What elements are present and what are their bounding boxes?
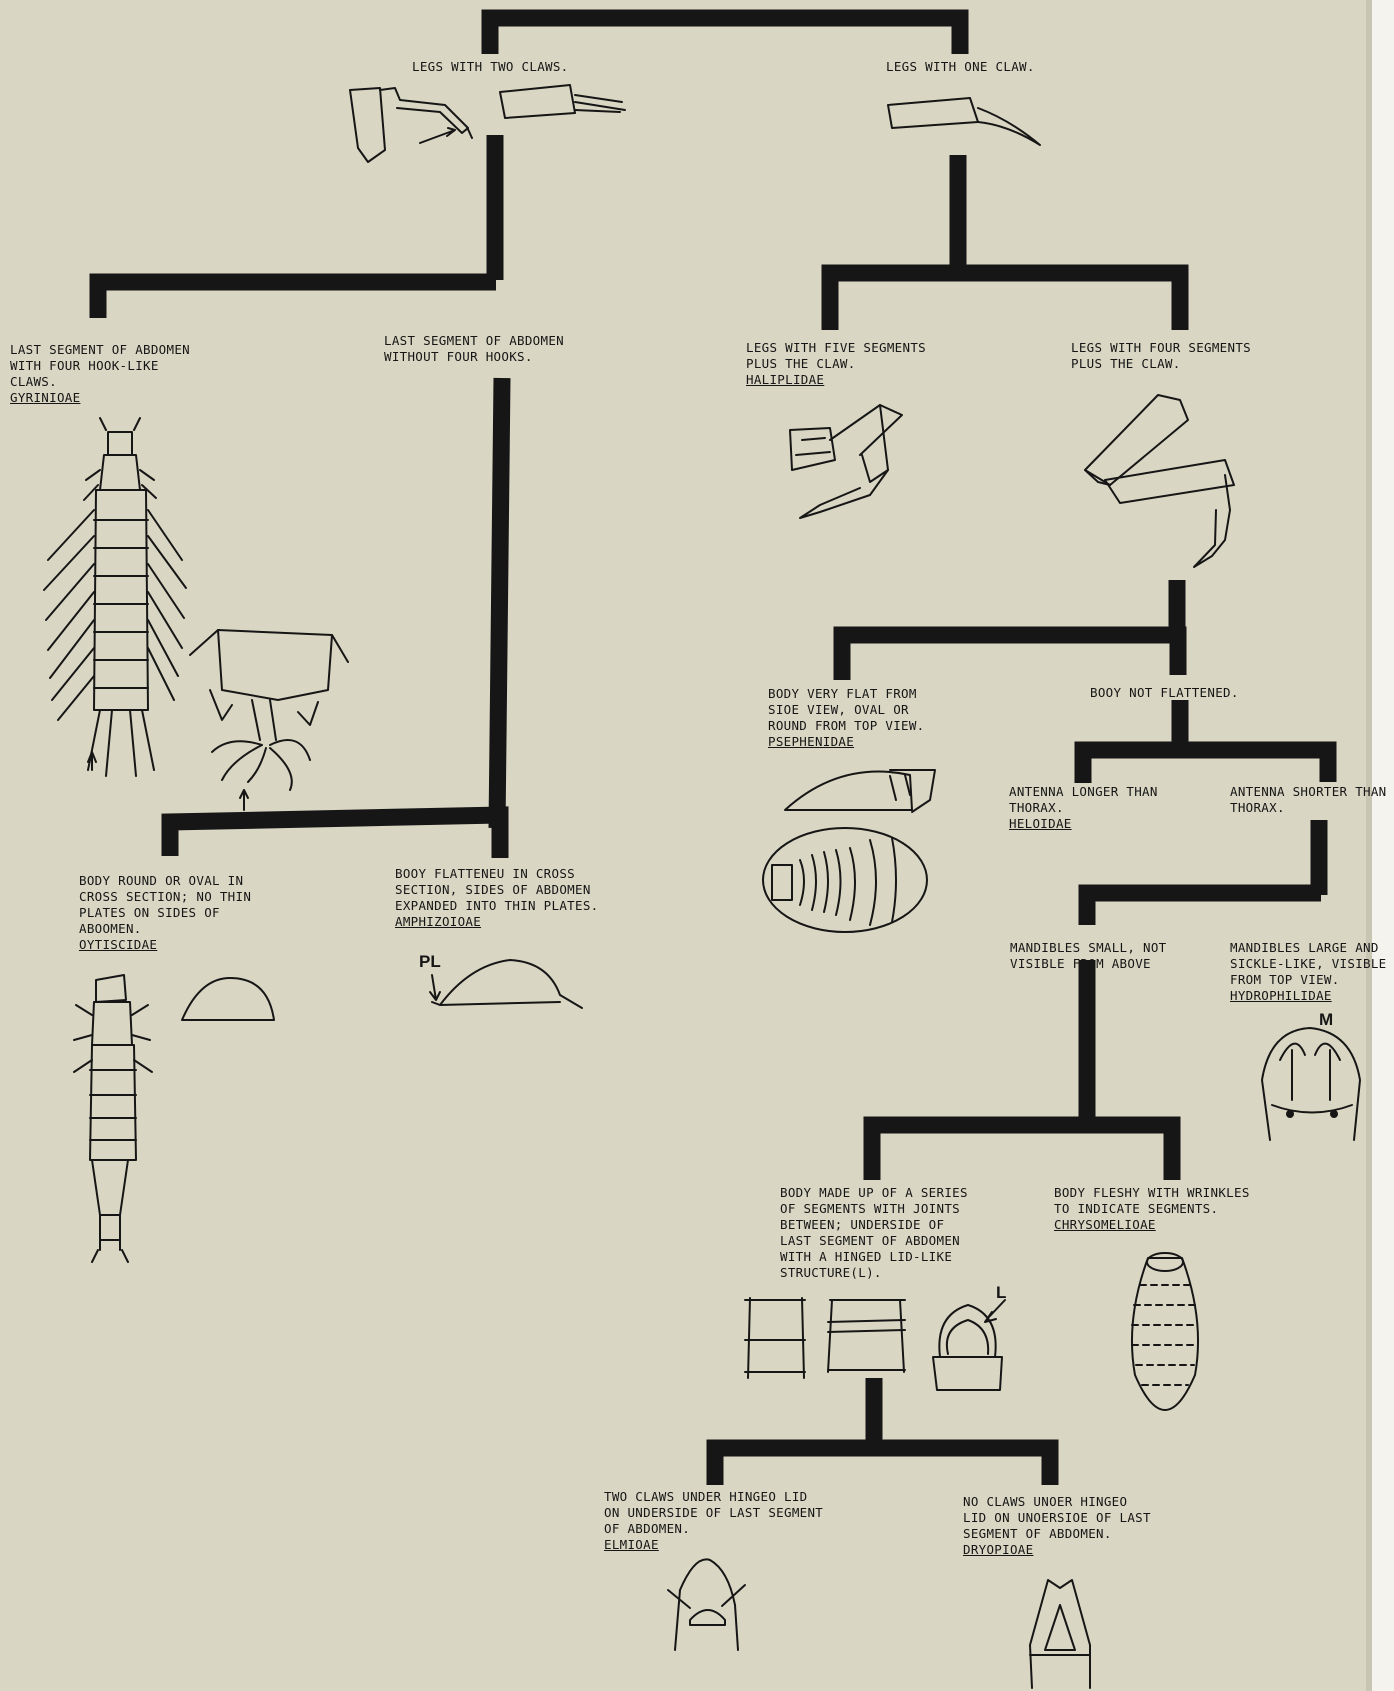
psephenidae-side-view-icon	[785, 770, 935, 812]
node-text: MANDIBLES LARGE AND SICKLE-LIKE, VISIBLE…	[1230, 940, 1387, 987]
psephenidae-top-view-icon	[763, 828, 927, 932]
hydrophilidae-head-icon	[1262, 1028, 1360, 1140]
gyrinidae-larva-icon	[44, 418, 186, 776]
node-text: BODY MADE UP OF A SERIES OF SEGMENTS WIT…	[780, 1185, 968, 1280]
family-hydrophilidae: HYDROPHILIDAE	[1230, 988, 1387, 1004]
dryopidae-abdomen-tip-icon	[1030, 1580, 1090, 1688]
family-helodidae: HELOIDAE	[1009, 816, 1158, 832]
node-mandibles-small: MANDIBLES SMALL, NOT VISIBLE FROM ABOVE	[1010, 940, 1167, 972]
family-elmidae: ELMIOAE	[604, 1537, 823, 1553]
figure-tag-m: M	[1319, 1010, 1333, 1030]
body-segments-bracket	[872, 1125, 1172, 1180]
node-four-segments: LEGS WITH FOUR SEGMENTS PLUS THE CLAW.	[1071, 340, 1251, 372]
dytiscidae-larva-icon	[74, 975, 152, 1262]
dytiscidae-cross-section-icon	[182, 978, 274, 1020]
node-mandibles-large: MANDIBLES LARGE AND SICKLE-LIKE, VISIBLE…	[1230, 940, 1387, 1004]
family-dytiscidae: OYTISCIDAE	[79, 937, 251, 953]
node-text: BOOY NOT FLATTENED.	[1090, 685, 1239, 700]
node-flattened-body: BOOY FLATTENEU IN CROSS SECTION, SIDES O…	[395, 866, 598, 930]
node-text: NO CLAWS UNOER HINGEO LID ON UNOERSIOE O…	[963, 1494, 1151, 1541]
node-text: LEGS WITH TWO CLAWS.	[412, 59, 569, 74]
antenna-bracket	[1083, 750, 1328, 783]
amphizoidae-cross-section-icon	[430, 960, 582, 1008]
node-text: MANDIBLES SMALL, NOT VISIBLE FROM ABOVE	[1010, 940, 1167, 971]
gyrinidae-abdomen-tip-icon	[190, 630, 348, 810]
node-without-hooks: LAST SEGMENT OF ABDOMEN WITHOUT FOUR HOO…	[384, 333, 564, 365]
node-text: ANTENNA SHORTER THAN THORAX.	[1230, 784, 1387, 815]
node-four-hooks: LAST SEGMENT OF ABDOMEN WITH FOUR HOOK-L…	[10, 342, 190, 406]
node-antenna-shorter: ANTENNA SHORTER THAN THORAX.	[1230, 784, 1387, 816]
node-text: BODY FLESHY WITH WRINKLES TO INDICATE SE…	[1054, 1185, 1250, 1216]
root-bracket	[490, 18, 960, 54]
figure-tag-l: L	[996, 1283, 1006, 1303]
node-legs-two-claws: LEGS WITH TWO CLAWS.	[412, 59, 569, 75]
node-very-flat: BODY VERY FLAT FROM SIOE VIEW, OVAL OR R…	[768, 686, 925, 750]
flatness-bracket	[842, 635, 1178, 680]
node-text: ANTENNA LONGER THAN THORAX.	[1009, 784, 1158, 815]
node-text: BODY VERY FLAT FROM SIOE VIEW, OVAL OR R…	[768, 686, 925, 733]
node-five-segments: LEGS WITH FIVE SEGMENTS PLUS THE CLAW.HA…	[746, 340, 926, 388]
node-text: LEGS WITH ONE CLAW.	[886, 59, 1035, 74]
family-haliplidae: HALIPLIDAE	[746, 372, 926, 388]
body-shape-bracket	[170, 815, 500, 858]
family-gyrinidae: GYRINIOAE	[10, 390, 190, 406]
abdomen-bracket	[98, 282, 496, 318]
haliplidae-leg-icon	[790, 405, 902, 518]
family-amphizoidae: AMPHIZOIOAE	[395, 914, 598, 930]
node-not-flattened: BOOY NOT FLATTENED.	[1090, 685, 1239, 701]
node-text: LEGS WITH FIVE SEGMENTS PLUS THE CLAW.	[746, 340, 926, 371]
four-segment-leg-icon	[1085, 395, 1234, 567]
tree-branches	[98, 18, 1328, 1485]
chrysomelidae-larva-icon	[1132, 1253, 1198, 1410]
one-claw-leg-icon	[888, 98, 1040, 145]
node-segmented-body: BODY MADE UP OF A SERIES OF SEGMENTS WIT…	[780, 1185, 968, 1281]
node-text: LEGS WITH FOUR SEGMENTS PLUS THE CLAW.	[1071, 340, 1251, 371]
node-antenna-longer: ANTENNA LONGER THAN THORAX.HELOIDAE	[1009, 784, 1158, 832]
page-edge	[1372, 0, 1394, 1691]
node-fleshy-body: BODY FLESHY WITH WRINKLES TO INDICATE SE…	[1054, 1185, 1250, 1233]
segment-joints-icon	[745, 1298, 1005, 1390]
node-two-claws-lid: TWO CLAWS UNDER HINGEO LID ON UNDERSIDE …	[604, 1489, 823, 1553]
family-dryopidae: DRYOPIOAE	[963, 1542, 1151, 1558]
no-hooks-stem	[497, 378, 502, 828]
node-legs-one-claw: LEGS WITH ONE CLAW.	[886, 59, 1035, 75]
node-text: BOOY FLATTENEU IN CROSS SECTION, SIDES O…	[395, 866, 598, 913]
figure-tag-pl: PL	[419, 952, 441, 972]
node-text: LAST SEGMENT OF ABDOMEN WITH FOUR HOOK-L…	[10, 342, 190, 389]
lid-claws-bracket	[715, 1448, 1050, 1485]
node-text: BODY ROUND OR OVAL IN CROSS SECTION; NO …	[79, 873, 251, 936]
node-text: TWO CLAWS UNDER HINGEO LID ON UNDERSIDE …	[604, 1489, 823, 1536]
node-no-claws-lid: NO CLAWS UNOER HINGEO LID ON UNOERSIOE O…	[963, 1494, 1151, 1558]
family-chrysomelidae: CHRYSOMELIOAE	[1054, 1217, 1250, 1233]
node-text: LAST SEGMENT OF ABDOMEN WITHOUT FOUR HOO…	[384, 333, 564, 364]
family-psephenidae: PSEPHENIDAE	[768, 734, 925, 750]
leg-segments-bracket	[830, 273, 1180, 330]
node-round-body: BODY ROUND OR OVAL IN CROSS SECTION; NO …	[79, 873, 251, 953]
mandible-bracket	[1087, 893, 1321, 925]
elmidae-abdomen-tip-icon	[668, 1559, 745, 1650]
